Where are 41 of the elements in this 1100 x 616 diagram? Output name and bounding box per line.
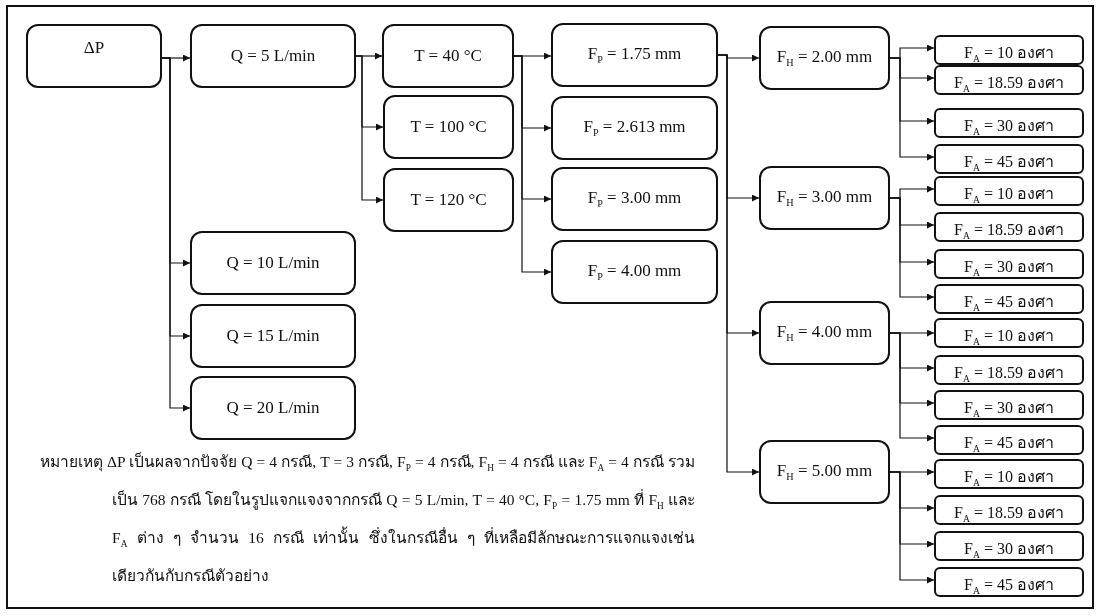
process-box: Q = 5 L/min xyxy=(190,24,356,88)
process-box: T = 120 °C xyxy=(383,168,514,232)
value-box: F$_{A}$ = 45 องศา xyxy=(934,567,1084,597)
process-box: F$_{P}$ = 2.613 mm xyxy=(551,96,718,160)
value-box: F$_{A}$ = 10 องศา xyxy=(934,459,1084,489)
process-box: Q = 10 L/min xyxy=(190,231,356,295)
process-box: Q = 15 L/min xyxy=(190,304,356,368)
arrow xyxy=(889,57,935,161)
value-box: F$_{A}$ = 30 องศา xyxy=(934,249,1084,279)
process-box: F$_{H}$ = 2.00 mm xyxy=(759,26,890,90)
process-box: T = 40 °C xyxy=(382,24,514,88)
value-box: F$_{A}$ = 45 องศา xyxy=(934,284,1084,314)
value-box: F$_{A}$ = 18.59 องศา xyxy=(934,355,1084,385)
arrow xyxy=(889,471,935,584)
value-box: F$_{A}$ = 30 องศา xyxy=(934,390,1084,420)
note-text: หมายเหตุ ΔP เป็นผลจากปัจจัย Q = 4 กรณี, T = 3 กรณี, F$_{P}$ = 4 กรณี, F$_{H}$ = 4 กรณี และ F$_{A}$ = 4 กรณี รวมเป็น 768 กรณี โดยในรูปแจกแจงจากกรณี Q = 5 L/min, T = 40 °C, F$_{P}$ = 1.75 mm ที่ F$_{H}$ และ F$_{A}$ ต่าง ๆ จำนวน 16 กรณี เท่านั้น ซึ่งในกรณีอื่น ๆ ที่เหลือมีลักษณะการแจกแจงเช่นเดียวกันกับกรณีตัวอย่าง xyxy=(40,451,695,587)
process-box: Q = 20 L/min xyxy=(190,376,356,440)
arrow xyxy=(161,57,191,412)
value-box: F$_{A}$ = 45 องศา xyxy=(934,144,1084,174)
value-box: F$_{A}$ = 10 องศา xyxy=(934,318,1084,348)
process-box: F$_{H}$ = 3.00 mm xyxy=(759,166,890,230)
value-box: F$_{A}$ = 10 องศา xyxy=(934,176,1084,206)
arrow xyxy=(717,54,760,476)
value-box: F$_{A}$ = 10 องศา xyxy=(934,35,1084,65)
value-box: F$_{A}$ = 30 องศา xyxy=(934,108,1084,138)
arrow xyxy=(889,197,935,301)
process-box: F$_{H}$ = 4.00 mm xyxy=(759,301,890,365)
process-box: F$_{H}$ = 5.00 mm xyxy=(759,440,890,504)
arrow xyxy=(889,332,935,442)
process-box: F$_{P}$ = 1.75 mm xyxy=(551,23,718,87)
value-box: F$_{A}$ = 18.59 องศา xyxy=(934,65,1084,95)
value-box: F$_{A}$ = 45 องศา xyxy=(934,425,1084,455)
value-box: F$_{A}$ = 30 องศา xyxy=(934,531,1084,561)
arrow xyxy=(513,55,552,276)
process-box: T = 100 °C xyxy=(383,95,514,159)
process-box: F$_{P}$ = 3.00 mm xyxy=(551,167,718,231)
arrow xyxy=(355,55,384,204)
value-box: F$_{A}$ = 18.59 องศา xyxy=(934,495,1084,525)
process-box: F$_{P}$ = 4.00 mm xyxy=(551,240,718,304)
process-box: ΔP xyxy=(26,24,162,88)
value-box: F$_{A}$ = 18.59 องศา xyxy=(934,212,1084,242)
